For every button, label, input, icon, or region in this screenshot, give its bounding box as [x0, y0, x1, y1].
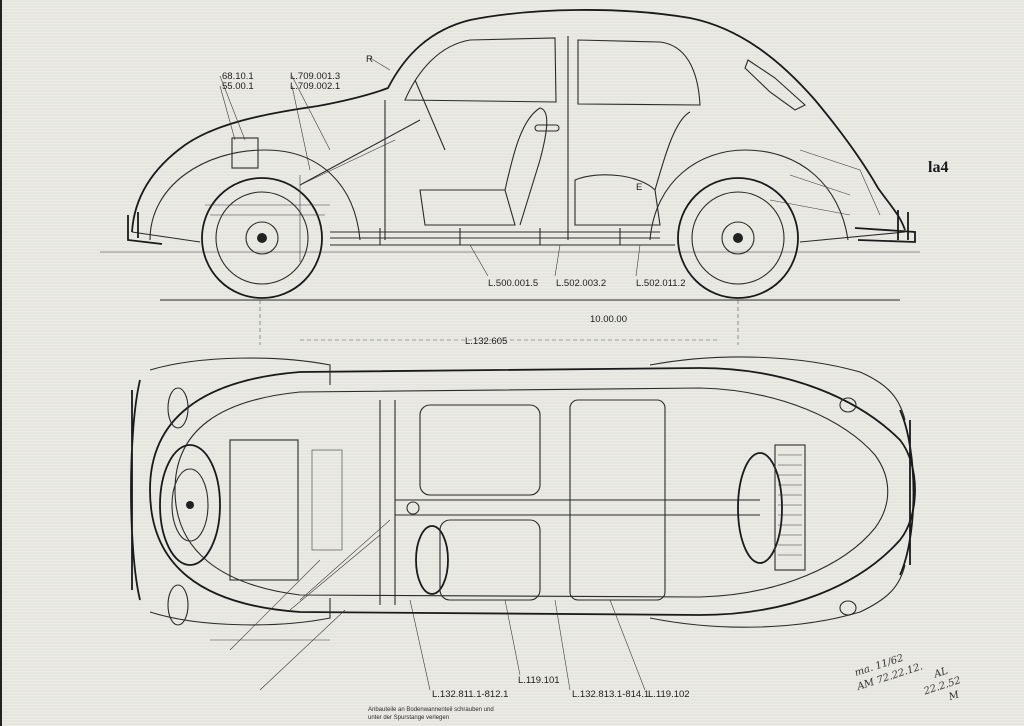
top-front-bumper [130, 379, 141, 601]
engine-vents [774, 444, 806, 571]
side-view: 68.10.1 55.00.1 L.709.001.3 L.709.002.1 … [100, 9, 948, 345]
rear-bumper [854, 210, 916, 243]
front-seats-left [419, 404, 541, 496]
steering-wheel [415, 525, 449, 595]
callout-l709-001-3: L.709.001.3 [290, 71, 340, 82]
callout-l502-003-2: L.502.003.2 [556, 278, 606, 289]
dashboard [379, 400, 396, 605]
front-suspension [205, 175, 330, 262]
rear-wheel [677, 177, 799, 299]
front-seats-right [439, 519, 541, 601]
rear-fender [649, 149, 849, 241]
handwritten-line-5: M [947, 689, 962, 703]
center-reference-label: L.132.605 [465, 336, 507, 347]
callout-l502-011-2: L.502.011.2 [636, 278, 685, 289]
top-rear-fender-right [649, 564, 906, 628]
rear-side-window [577, 39, 701, 106]
leader-lines [219, 57, 641, 277]
top-rear-window [737, 452, 783, 564]
callout-l132-813-1: L.132.813.1-814.1 [572, 689, 649, 700]
section-marker-r: R [366, 54, 373, 65]
callout-55-00-1: 55.00.1 [222, 81, 254, 92]
front-door-window [404, 37, 557, 103]
callout-l500-001-5: L.500.001.5 [488, 278, 538, 289]
section-marker-e: E [636, 182, 642, 193]
top-rear-fender-left [649, 356, 906, 421]
callout-l132-811-1: L.132.811.1-812.1 [432, 689, 508, 700]
spare-wheel [159, 444, 221, 566]
top-headlight-left [167, 387, 189, 429]
top-view: L.132.811.1-812.1 L.119.101 L.132.813.1-… [130, 356, 916, 721]
frame-tunnel [330, 228, 660, 245]
top-body-outline [149, 367, 916, 616]
front-fender [149, 149, 361, 241]
rear-seat [574, 111, 691, 226]
body-outline [131, 9, 906, 233]
rear-window [744, 59, 806, 111]
top-body-inner [174, 387, 889, 598]
callout-68-10-1: 68.10.1 [222, 71, 254, 82]
top-rear-bumper [899, 409, 915, 576]
handwritten-line-3: AL [932, 666, 950, 681]
top-structure-lines [210, 519, 391, 691]
front-seat [419, 107, 548, 226]
stamp-mark: la4 [928, 159, 948, 176]
callout-l119-102: L.119.102 [648, 689, 690, 700]
top-taillight-left [839, 397, 857, 413]
front-bumper [127, 212, 163, 245]
pedal-mount [406, 501, 420, 515]
callout-l709-002-1: L.709.002.1 [290, 81, 340, 92]
front-wheel [201, 177, 323, 299]
overall-length-dimension: 10.00.00 [590, 314, 627, 325]
top-taillight-right [839, 600, 857, 616]
engine-vent-slats [778, 454, 802, 556]
top-leader-lines [409, 599, 646, 691]
top-front-fender-left [149, 357, 331, 385]
note-line-2: unter der Spurstange verlegen [368, 715, 449, 721]
engine-lines [769, 149, 881, 216]
top-headlight-right [167, 584, 189, 626]
front-compartment [229, 439, 299, 581]
tie-rod [299, 139, 396, 186]
note-line-1: Anbauteile an Bodenwannenteil schrauben … [368, 707, 494, 713]
fuel-tank [231, 137, 259, 169]
fuel-tank-top [311, 449, 343, 551]
central-tunnel [395, 499, 760, 516]
top-front-fender-right [149, 598, 331, 626]
callout-l119-101: L.119.101 [518, 675, 560, 686]
body-lower [131, 231, 906, 246]
steering-column [299, 79, 446, 186]
